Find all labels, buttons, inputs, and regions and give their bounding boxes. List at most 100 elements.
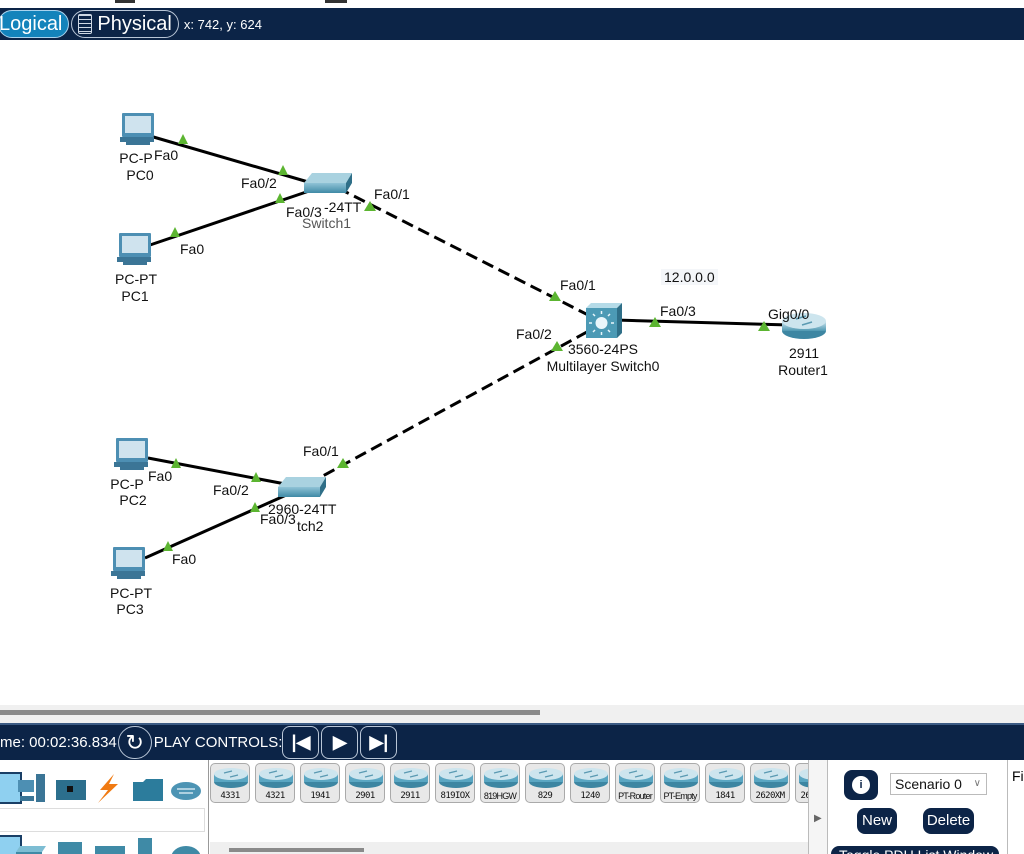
pc0-icon[interactable] <box>120 113 154 145</box>
miscellaneous-category-icon[interactable] <box>132 774 164 806</box>
router-model-label: 4321 <box>265 791 285 801</box>
pc1-icon[interactable] <box>117 233 151 265</box>
canvas-horizontal-scrollbar[interactable] <box>0 705 1024 723</box>
router-model-2911[interactable]: 2911 <box>390 763 430 803</box>
router-model-label: 2620XM <box>755 791 786 801</box>
router-model-pt-router[interactable]: PT-Router <box>615 763 655 803</box>
router-model-4321[interactable]: 4321 <box>255 763 295 803</box>
link-pc0-switch1[interactable] <box>149 134 323 188</box>
play-button[interactable]: ▶ <box>321 726 359 759</box>
router-icon <box>484 768 518 788</box>
router-model-829[interactable]: 829 <box>525 763 565 803</box>
new-scenario-button[interactable]: New <box>857 808 897 834</box>
scenario-panel: i Scenario 0∨ New Delete Toggle PDU List… <box>830 760 1008 854</box>
router-model-2621xm[interactable]: 2621XM <box>795 763 808 803</box>
multilayer-switch0-icon[interactable] <box>586 303 622 338</box>
switch2-name-label: tch2 <box>297 518 324 534</box>
pc3-name-label: PC3 <box>116 601 144 617</box>
router-model-label: 1941 <box>310 791 330 801</box>
router-model-2620xm[interactable]: 2620XM <box>750 763 790 803</box>
router-model-819hgw[interactable]: 819HGW <box>480 763 520 803</box>
router-icon <box>799 768 808 788</box>
back-button[interactable]: |◀ <box>282 726 320 759</box>
router-icon <box>349 768 383 788</box>
router-model-2901[interactable]: 2901 <box>345 763 385 803</box>
port-label-mls0-fa0-3: Fa0/3 <box>660 303 696 319</box>
link-up-indicator <box>251 472 261 482</box>
link-pc2-switch2[interactable] <box>147 456 297 488</box>
router-model-label: 2901 <box>355 791 375 801</box>
pc2-icon[interactable] <box>114 438 148 470</box>
wan-emulation-category-icon[interactable] <box>170 838 202 854</box>
link-up-indicator <box>649 317 661 327</box>
panel-divider <box>208 760 209 854</box>
skip-forward-icon: ▶| <box>369 732 389 752</box>
router-model-label: 2911 <box>400 791 420 801</box>
info-icon: i <box>852 776 870 794</box>
wireless-category-icon[interactable] <box>94 840 126 854</box>
category-network-devices[interactable] <box>0 835 22 854</box>
pc0-model-label: PC-P <box>119 150 153 166</box>
expand-arrow-icon: ▶ <box>814 813 822 824</box>
router-model-1841[interactable]: 1841 <box>705 763 745 803</box>
port-label-mls0-fa0-2: Fa0/2 <box>516 326 552 342</box>
link-up-indicator <box>178 134 188 144</box>
link-status-indicators <box>163 134 770 551</box>
switch2-icon[interactable] <box>278 477 326 497</box>
router-model-1941[interactable]: 1941 <box>300 763 340 803</box>
link-up-indicator <box>337 458 349 468</box>
hubs-category-icon[interactable] <box>56 838 88 854</box>
router-model-819iox[interactable]: 819IOX <box>435 763 475 803</box>
reset-clock-button[interactable]: ↻ <box>117 726 152 759</box>
simulation-time: me: 00:02:36.834 <box>0 734 117 751</box>
tab-logical[interactable]: Logical <box>0 10 70 38</box>
switch1-icon[interactable] <box>304 173 352 193</box>
switches-category-icon[interactable] <box>16 838 48 854</box>
port-label-switch2-fa0-1: Fa0/1 <box>303 443 339 459</box>
network-label[interactable]: 12.0.0.0 <box>661 269 718 285</box>
port-label-pc2-fa0: Fa0 <box>148 468 173 484</box>
realtime-control-bar: me: 00:02:36.834 ↻ PLAY CONTROLS: |◀ ▶ ▶… <box>0 723 1024 760</box>
router-icon <box>754 768 788 788</box>
switch1-model-label: -24TT <box>324 199 362 215</box>
reset-clock-icon: ↻ <box>125 729 144 755</box>
router-model-pt-empty[interactable]: PT-Empty <box>660 763 700 803</box>
panel-collapse-handle[interactable]: ▶ <box>808 760 828 854</box>
scenario-info-button[interactable]: i <box>844 770 878 800</box>
computer-category-icon[interactable] <box>16 772 48 804</box>
link-mls0-router1[interactable] <box>614 318 791 327</box>
delete-scenario-button[interactable]: Delete <box>923 808 974 834</box>
router-icon <box>709 768 743 788</box>
mls0-model-label: 3560-24PS <box>567 341 639 357</box>
logical-workspace-canvas[interactable]: PC-P PC0 PC-PT PC1 PC-P PC2 PC-PT PC3 -2… <box>0 40 1024 705</box>
tab-physical[interactable]: Physical <box>71 10 179 38</box>
pc2-model-label: PC-P <box>110 476 144 492</box>
link-up-indicator <box>551 341 563 351</box>
scenario-select[interactable]: Scenario 0∨ <box>890 773 987 795</box>
mls0-name-label: Multilayer Switch0 <box>546 358 660 374</box>
router-model-label: 1240 <box>580 791 600 801</box>
link-switch2-mls0[interactable] <box>307 324 599 486</box>
router-model-1240[interactable]: 1240 <box>570 763 610 803</box>
pc3-icon[interactable] <box>111 547 145 579</box>
switch2-model-label: 2960-24TT <box>268 501 337 517</box>
port-label-pc3-fa0: Fa0 <box>172 551 197 567</box>
pc3-model-label: PC-PT <box>110 585 152 601</box>
components-category-icon[interactable] <box>55 774 87 806</box>
security-category-icon[interactable] <box>134 836 166 854</box>
router1-icon[interactable] <box>782 313 826 339</box>
fire-column-header: Fi <box>1012 768 1024 784</box>
scrollbar-thumb[interactable] <box>0 710 540 715</box>
connections-category-icon[interactable] <box>92 772 124 804</box>
router-model-label: PT-Router <box>618 791 653 801</box>
multiuser-category-icon[interactable] <box>170 774 202 806</box>
router-model-4331[interactable]: 4331 <box>210 763 250 803</box>
router-model-label: 819IOX <box>440 791 471 801</box>
toggle-pdu-list-button[interactable]: Toggle PDU List Window <box>831 846 999 854</box>
play-controls-label: PLAY CONTROLS: <box>153 734 283 751</box>
device-list-scroll-thumb[interactable] <box>229 848 364 852</box>
router-icon <box>304 768 338 788</box>
forward-button[interactable]: ▶| <box>360 726 398 759</box>
